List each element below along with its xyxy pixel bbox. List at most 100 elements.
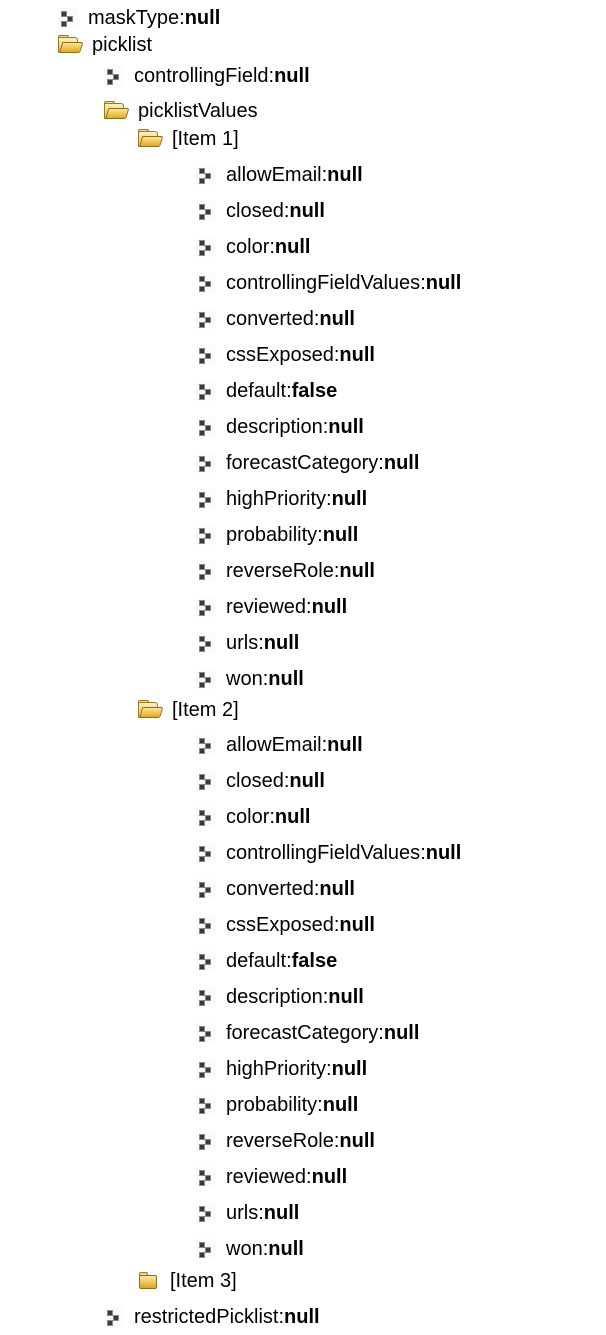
tree-row-label: highPriority <box>226 1058 327 1080</box>
tree-row[interactable]: highPriority: null <box>196 481 367 517</box>
tree-row[interactable]: restrictedPicklist: null <box>104 1299 320 1335</box>
leaf-node-icon <box>58 8 78 28</box>
tree-row-label: controllingFieldValues <box>226 272 421 294</box>
tree-row-value: null <box>289 770 325 792</box>
tree-row[interactable]: probability: null <box>196 1087 358 1123</box>
tree-row[interactable]: controllingFieldValues: null <box>196 835 461 871</box>
tree-row-value: null <box>328 416 364 438</box>
tree-row[interactable]: [Item 1] <box>138 121 239 157</box>
tree-row[interactable]: reviewed: null <box>196 589 347 625</box>
tree-row[interactable]: picklist <box>58 27 152 63</box>
tree-row-value: null <box>274 236 311 258</box>
tree-row-label: forecastCategory <box>226 452 379 474</box>
leaf-node-icon <box>104 1307 124 1327</box>
tree-row-label: probability <box>226 1094 318 1116</box>
tree-row[interactable]: won: null <box>196 1231 304 1267</box>
tree-row-value: null <box>327 734 363 756</box>
tree-row-separator: : <box>378 1021 384 1044</box>
tree-row[interactable]: color: null <box>196 229 310 265</box>
tree-row[interactable]: urls: null <box>196 625 299 661</box>
tree-row[interactable]: reviewed: null <box>196 1159 347 1195</box>
tree-row[interactable]: urls: null <box>196 1195 299 1231</box>
leaf-node-icon <box>196 1023 216 1043</box>
tree-row-label: closed <box>226 770 284 792</box>
leaf-node-icon <box>196 633 216 653</box>
leaf-node-icon <box>196 807 216 827</box>
tree-row-separator: : <box>322 415 329 438</box>
tree-row-value: null <box>311 1166 348 1188</box>
leaf-node-icon <box>196 1095 216 1115</box>
tree-row-label: controllingFieldValues <box>226 842 421 864</box>
tree-row[interactable]: default: false <box>196 373 337 409</box>
tree-row-label: allowEmail <box>226 734 322 756</box>
tree-row[interactable]: description: null <box>196 979 364 1015</box>
tree-row[interactable]: converted: null <box>196 871 355 907</box>
tree-row-value: null <box>311 596 348 618</box>
tree-row-value: null <box>319 308 355 330</box>
tree-row[interactable]: forecastCategory: null <box>196 445 419 481</box>
leaf-node-icon <box>196 1167 216 1187</box>
leaf-node-icon <box>196 669 216 689</box>
tree-row[interactable]: cssExposed: null <box>196 337 375 373</box>
leaf-node-icon <box>196 489 216 509</box>
tree-row[interactable]: reverseRole: null <box>196 553 375 589</box>
tree-row-label: default <box>226 380 287 402</box>
tree-row-value: null <box>339 344 375 366</box>
tree-row[interactable]: description: null <box>196 409 364 445</box>
tree-row-label: restrictedPicklist <box>134 1306 279 1328</box>
tree-row-separator: : <box>333 343 340 366</box>
tree-row-separator: : <box>258 1201 264 1224</box>
tree-row-value: null <box>268 668 304 690</box>
tree-row-value: null <box>284 1306 320 1328</box>
tree-row-value: null <box>322 524 359 546</box>
tree-row[interactable]: maskType: null <box>58 0 220 36</box>
tree-row-separator: : <box>179 6 185 29</box>
tree-row-separator: : <box>268 64 275 87</box>
tree-row-value: null <box>425 842 462 864</box>
leaf-node-icon <box>196 951 216 971</box>
tree-row-value: false <box>291 380 338 402</box>
tree-row-value: null <box>331 1058 368 1080</box>
tree-row[interactable]: cssExposed: null <box>196 907 375 943</box>
leaf-node-icon <box>196 273 216 293</box>
tree-row-label: [Item 1] <box>172 128 239 150</box>
tree-row[interactable]: [Item 3] <box>138 1263 237 1299</box>
tree-row[interactable]: controllingField: null <box>104 58 310 94</box>
tree-row[interactable]: probability: null <box>196 517 358 553</box>
tree-row-separator: : <box>262 1237 269 1260</box>
tree-row-value: null <box>383 1022 420 1044</box>
tree-row[interactable]: forecastCategory: null <box>196 1015 419 1051</box>
leaf-node-icon <box>104 66 124 86</box>
tree-row-label: default <box>226 950 287 972</box>
tree-row[interactable]: won: null <box>196 661 304 697</box>
tree-row[interactable]: allowEmail: null <box>196 157 363 193</box>
tree-row-separator: : <box>313 307 320 330</box>
folder-open-icon[interactable] <box>104 101 130 121</box>
folder-open-icon[interactable] <box>58 35 84 55</box>
tree-row-label: won <box>226 1238 263 1260</box>
tree-row[interactable]: controllingFieldValues: null <box>196 265 461 301</box>
leaf-node-icon <box>196 879 216 899</box>
tree-row-label: [Item 3] <box>170 1270 237 1292</box>
tree-row[interactable]: default: false <box>196 943 337 979</box>
leaf-node-icon <box>196 417 216 437</box>
tree-row[interactable]: closed: null <box>196 763 325 799</box>
tree-row-value: null <box>328 986 364 1008</box>
tree-row[interactable]: converted: null <box>196 301 355 337</box>
tree-row[interactable]: reverseRole: null <box>196 1123 375 1159</box>
folder-closed-icon[interactable] <box>138 1271 160 1291</box>
tree-row[interactable]: allowEmail: null <box>196 727 363 763</box>
tree-row-separator: : <box>326 1057 332 1080</box>
tree-row[interactable]: highPriority: null <box>196 1051 367 1087</box>
tree-row[interactable]: picklistValues <box>104 93 258 129</box>
folder-open-icon[interactable] <box>138 129 164 149</box>
tree-row[interactable]: [Item 2] <box>138 692 239 728</box>
tree-row-value: null <box>339 914 375 936</box>
tree-row-separator: : <box>269 805 275 828</box>
folder-open-icon[interactable] <box>138 700 164 720</box>
tree-row[interactable]: closed: null <box>196 193 325 229</box>
tree-row-value: null <box>339 560 375 582</box>
tree-row-value: null <box>274 806 311 828</box>
tree-row[interactable]: color: null <box>196 799 310 835</box>
